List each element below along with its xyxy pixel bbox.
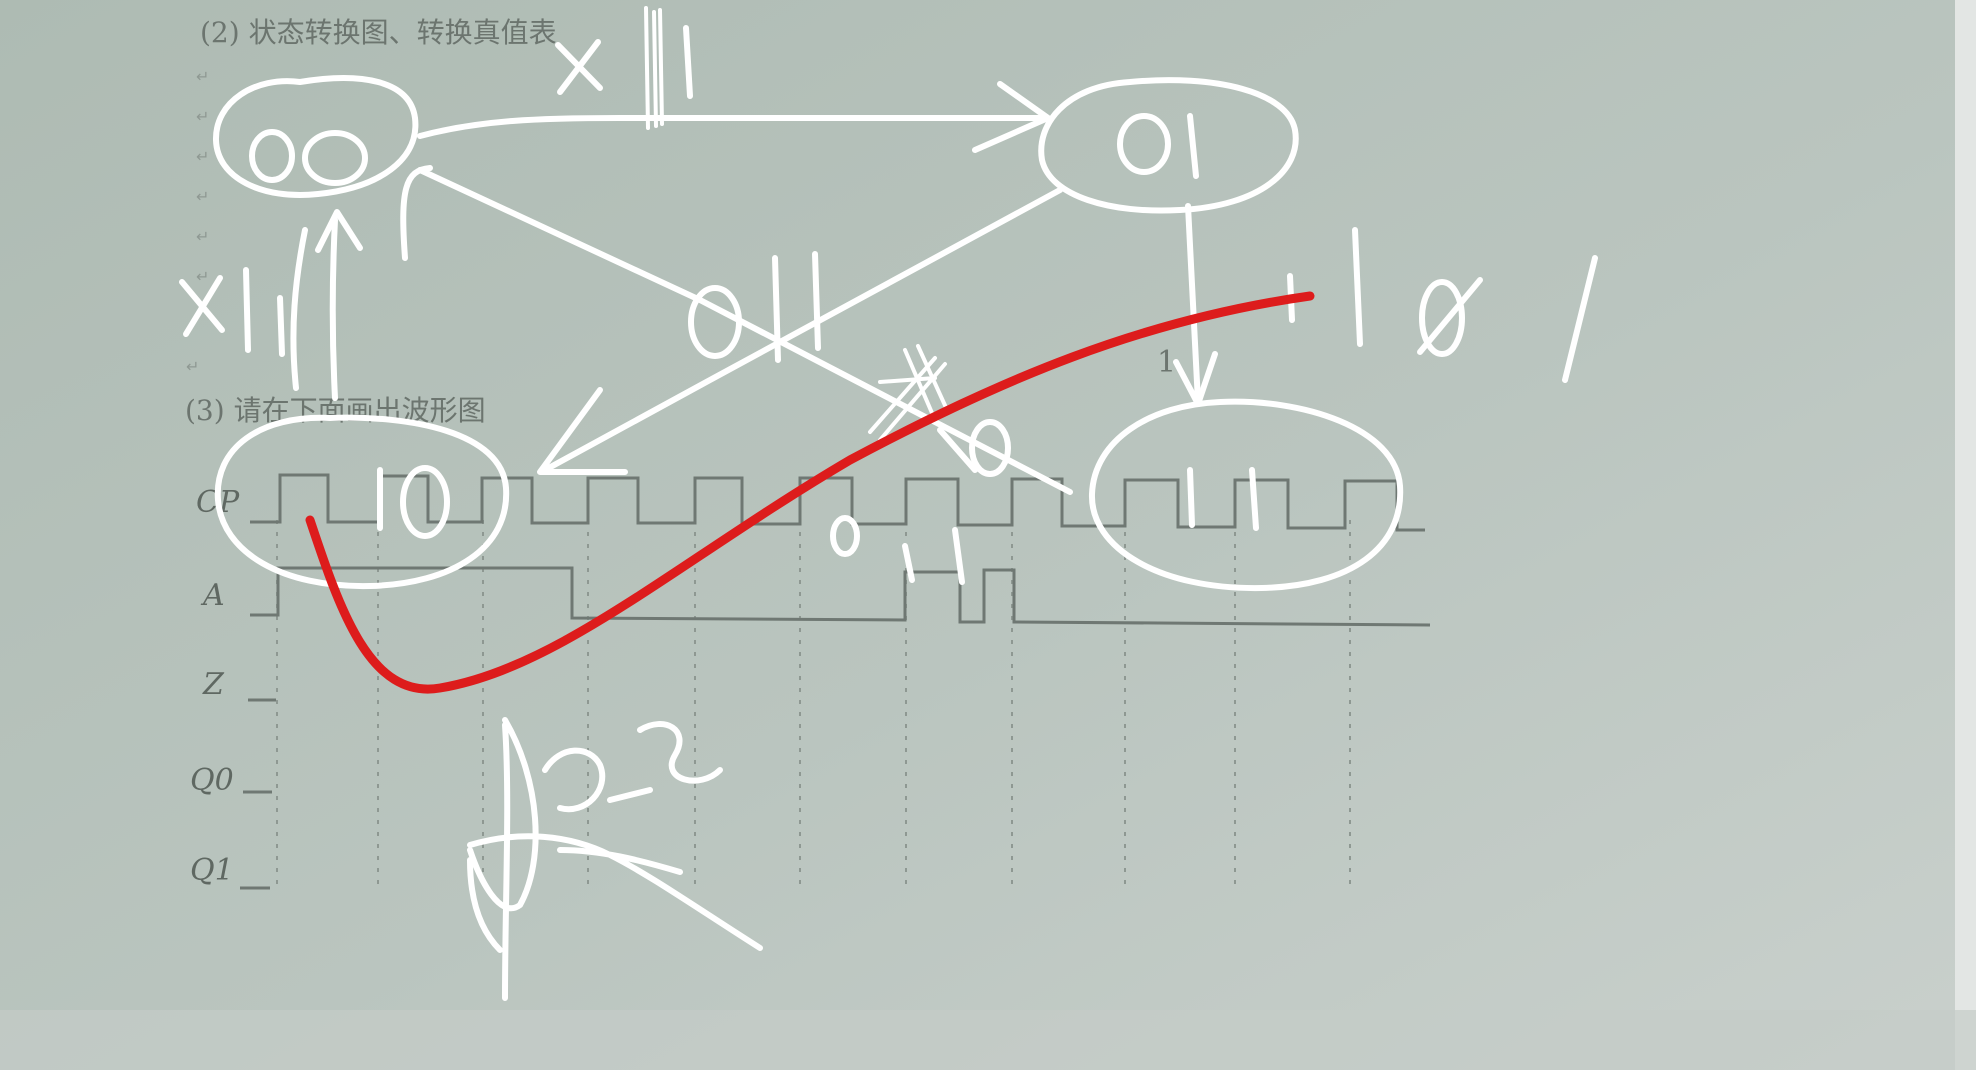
arrow-10-to-00: [329, 217, 338, 401]
loop-mark-00-left: [290, 227, 308, 391]
arrow-10-to-00-head: [315, 209, 363, 253]
paper-bottom-shadow: [0, 1010, 1976, 1070]
signal-label-q1: Q1: [190, 853, 234, 888]
arrow-01-to-11: [1185, 203, 1201, 405]
arrow-00-to-01: [417, 115, 1048, 139]
svg-text:↵: ↵: [196, 267, 209, 286]
state-label-10: [377, 465, 450, 539]
arrow-01-to-10: [542, 187, 1063, 473]
signal-label-a: A: [200, 578, 225, 613]
label-x11-top: [555, 6, 693, 130]
arrow-01-to-11-head: [1173, 351, 1218, 407]
arrow-00-to-01-head: [972, 81, 1051, 153]
red-pen-stroke: [305, 291, 1315, 694]
svg-text:↵: ↵: [196, 107, 209, 126]
state-circle-00: [212, 75, 419, 198]
state-label-00: [249, 129, 368, 186]
label-x11-left: [179, 267, 285, 357]
loop-mark-00: [400, 165, 433, 261]
svg-text:↵: ↵: [196, 67, 209, 86]
svg-text:↵: ↵: [186, 357, 199, 376]
state-circle-10: [214, 414, 510, 590]
svg-text:↵: ↵: [196, 147, 209, 166]
label-011-center: [688, 251, 821, 363]
state-label-11: [1187, 467, 1259, 531]
paper-right-edge: [1955, 0, 1976, 1070]
signal-label-z: Z: [202, 667, 225, 702]
arrow-01-to-10-head: [537, 387, 628, 475]
paragraph-marks: ↵ ↵ ↵ ↵ ↵ ↵ ↵: [186, 67, 209, 376]
section2-title: (2) 状态转换图、转换真值表: [200, 16, 557, 49]
signal-label-q0: Q0: [190, 763, 234, 798]
state-circle-11: [1088, 398, 1404, 592]
stray-printed-mark: 1: [1157, 345, 1176, 380]
state-circle-01: [1038, 77, 1299, 214]
handwritten-state-diagram: [179, 6, 1598, 1001]
state-label-01: [1117, 113, 1199, 179]
svg-text:↵: ↵: [196, 227, 209, 246]
signal-stubs: [240, 698, 276, 890]
svg-text:↵: ↵: [196, 187, 209, 206]
label-scribble-middle: [830, 344, 1011, 585]
signature-scribble: [467, 717, 763, 1001]
